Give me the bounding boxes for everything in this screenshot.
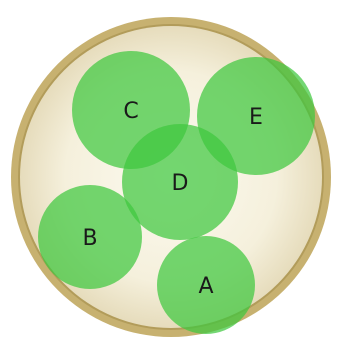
circle-d-disc[interactable] — [122, 124, 238, 240]
circle-b-label: B — [82, 226, 97, 251]
circle-e-disc[interactable] — [197, 57, 315, 175]
circle-b-disc[interactable] — [38, 185, 142, 289]
circle-a-label: A — [198, 274, 213, 299]
circle-e-label: E — [249, 105, 263, 130]
circle-a-disc[interactable] — [157, 236, 255, 334]
circle-b[interactable]: B — [38, 185, 142, 289]
circle-a[interactable]: A — [157, 236, 255, 334]
circle-c-label: C — [123, 99, 138, 124]
circle-e[interactable]: E — [197, 57, 315, 175]
circle-d-label: D — [172, 171, 189, 196]
circle-d[interactable]: D — [122, 124, 238, 240]
circles-layer: C E D B A — [38, 51, 315, 334]
